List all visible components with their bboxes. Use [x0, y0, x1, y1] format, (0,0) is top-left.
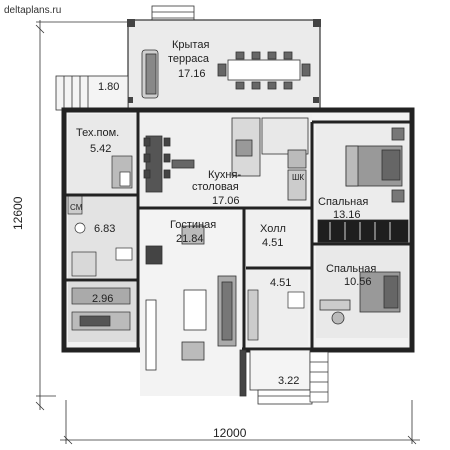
- interior-walls: [64, 110, 412, 396]
- wardrobes: [317, 219, 409, 243]
- living-area: 21.84: [176, 233, 204, 245]
- height-dimension: 12600: [11, 196, 25, 230]
- bedroom1-name: Спальная: [318, 196, 368, 208]
- kitchen-area: 17.06: [212, 195, 240, 207]
- living-furniture: [145, 225, 237, 371]
- bath-fixtures: [67, 195, 133, 277]
- dining-table: [143, 135, 195, 193]
- width-dimension: 12000: [213, 426, 247, 440]
- porch-stairs-right: [309, 351, 329, 403]
- sauna-bench: [71, 287, 131, 331]
- tech-name: Тех.пом.: [76, 127, 119, 139]
- sauna-area: 2.96: [92, 293, 113, 305]
- porch-top: [55, 75, 129, 111]
- corridor-fixtures: [247, 289, 305, 341]
- tech-equipment: [111, 155, 133, 189]
- porch-bottom: [239, 349, 313, 405]
- watermark: deltaplans.ru: [4, 5, 61, 16]
- terrace-table: [217, 51, 311, 90]
- living-name: Гостиная: [170, 219, 216, 231]
- corridor-area: 4.51: [270, 277, 291, 289]
- terrace-area: 17.16: [178, 68, 206, 80]
- terrace-sofa: [141, 49, 159, 99]
- kitchen-name-line1: Кухня-: [208, 169, 241, 181]
- bath-area: 6.83: [94, 223, 115, 235]
- terrace-name-line1: Крытая: [172, 39, 209, 51]
- bedroom2-furniture: [319, 271, 401, 325]
- terrace-columns: [127, 19, 321, 103]
- porch-top-area: 1.80: [98, 81, 119, 93]
- bedroom1-bed: [345, 127, 405, 203]
- hall-area: 4.51: [262, 237, 283, 249]
- dimension-lines: [35, 20, 420, 445]
- bedroom2-area: 10.56: [344, 276, 372, 288]
- shk-label: ШК: [292, 173, 304, 182]
- kitchen-counters: [231, 117, 309, 201]
- hall-room: [246, 210, 308, 268]
- hall-name: Холл: [260, 223, 286, 235]
- bedroom2-name: Спальная: [326, 263, 376, 275]
- sm-label: СМ: [70, 203, 83, 212]
- porch-bottom-area: 3.22: [278, 375, 299, 387]
- kitchen-name-line2: столовая: [192, 181, 239, 193]
- terrace-name-line2: терраса: [168, 53, 210, 65]
- bedroom1-area: 13.16: [333, 209, 361, 221]
- tech-area: 5.42: [90, 143, 111, 155]
